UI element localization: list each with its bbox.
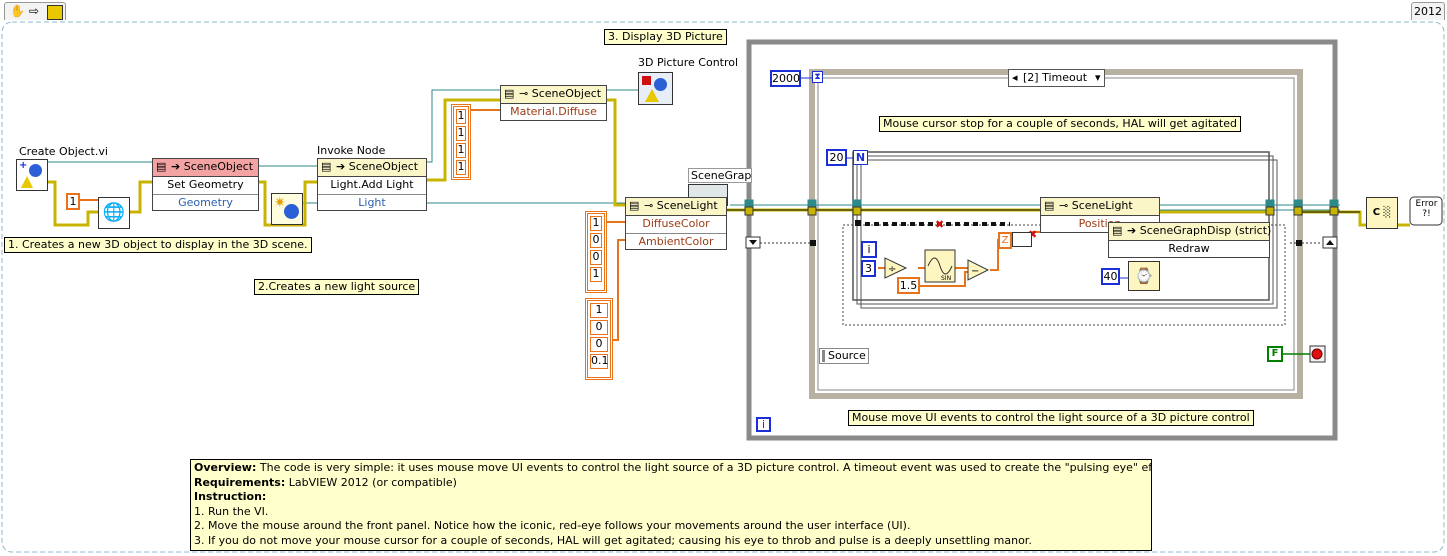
svg-text:✖: ✖: [935, 218, 944, 231]
error-icon: [1409, 196, 1443, 226]
picture-control-label: 3D Picture Control: [638, 56, 739, 69]
array-diffuse[interactable]: 1 1 1 1: [451, 104, 471, 180]
hourglass-icon: ⧗: [812, 71, 823, 83]
bool-z-terminal: Z: [998, 232, 1012, 249]
note-step1: 1. Creates a new 3D object to display in…: [4, 237, 312, 253]
diagram-border: [1, 21, 1445, 553]
const-one[interactable]: 1: [66, 193, 80, 210]
geometry-param: Geometry: [178, 196, 233, 209]
iteration-terminal: i: [861, 241, 877, 258]
set-geometry-method: Set Geometry: [153, 177, 258, 195]
redraw-method: Redraw: [1168, 242, 1210, 255]
toolbar-tab: ✋ ⇨: [4, 2, 66, 20]
diffuse-color-prop: DiffuseColor: [626, 216, 726, 234]
const-divisor[interactable]: 3: [861, 260, 876, 277]
scenelight-props-node[interactable]: ▤⊸ SceneLight DiffuseColor AmbientColor: [625, 197, 727, 250]
description-note: Overview: The code is very simple: it us…: [190, 459, 1152, 551]
material-diffuse-prop: Material.Diffuse: [510, 105, 597, 118]
array-light1[interactable]: 1 0 0 1: [585, 211, 607, 293]
note-mouse-move: Mouse move UI events to control the ligh…: [848, 410, 1254, 426]
note-step3: 3. Display 3D Picture: [604, 29, 727, 45]
count-terminal: N: [853, 150, 868, 165]
version-label: 2012: [1414, 5, 1442, 18]
light-param: Light: [358, 196, 386, 209]
light-icon[interactable]: ✷: [271, 193, 303, 225]
note-step2: 2.Creates a new light source: [254, 279, 420, 295]
svg-text:÷: ÷: [888, 264, 896, 275]
const-scale[interactable]: 1.5: [897, 277, 920, 294]
instruction-step: 3. If you do not move your mouse cursor …: [194, 533, 1032, 547]
array-light2[interactable]: 1 0 0 0.1: [585, 298, 613, 380]
const-loop-n[interactable]: 20: [826, 149, 847, 166]
event-source-node[interactable]: Source: [819, 348, 869, 364]
note-hal: Mouse cursor stop for a couple of second…: [879, 116, 1241, 132]
material-node[interactable]: ▤⊸ SceneObject Material.Diffuse: [500, 85, 607, 121]
while-iteration-terminal: i: [756, 417, 771, 432]
event-case-selector[interactable]: ◂ [2] Timeout ▾: [1008, 69, 1105, 87]
svg-text:✖: ✖: [1028, 228, 1037, 241]
arrow-icon[interactable]: ⇨: [29, 4, 40, 18]
scene-graph-label: SceneGrap: [688, 168, 752, 183]
bundle-node[interactable]: [1012, 232, 1032, 247]
add-light-method: Light.Add Light: [318, 177, 426, 195]
set-geometry-node[interactable]: ▤➔ SceneObject Set Geometry Geometry: [152, 158, 259, 211]
picture-control-icon[interactable]: [638, 72, 673, 105]
const-timeout[interactable]: 2000: [770, 70, 801, 87]
globe-icon[interactable]: 🌐: [98, 197, 130, 229]
ambient-color-prop: AmbientColor: [638, 235, 714, 248]
instruction-step: 1. Run the VI.: [194, 504, 269, 518]
const-stop-false[interactable]: F: [1267, 346, 1283, 362]
labview-icon[interactable]: [47, 5, 63, 20]
clear-errors-icon[interactable]: C ░: [1366, 197, 1398, 229]
create-object-icon[interactable]: +: [16, 159, 48, 191]
ref-icon: ▤: [156, 160, 167, 173]
version-tab: 2012: [1411, 2, 1445, 20]
hand-icon[interactable]: ✋: [10, 4, 25, 18]
wait-timer-icon[interactable]: ⌚: [1128, 261, 1160, 291]
error-text: Error?!: [1415, 199, 1438, 219]
divide-node: [884, 257, 908, 279]
redraw-node[interactable]: ▤➔ SceneGraphDisp (strict) Redraw: [1108, 222, 1271, 258]
add-light-node[interactable]: ▤➔ SceneObject Light.Add Light Light: [317, 158, 427, 211]
subtract-node: [967, 259, 990, 281]
svg-text:−: −: [971, 266, 979, 277]
instruction-step: 2. Move the mouse around the front panel…: [194, 519, 911, 533]
create-object-label: Create Object.vi: [19, 145, 108, 158]
svg-text:SIN: SIN: [941, 275, 951, 282]
const-wait[interactable]: 40: [1101, 268, 1120, 285]
invoke-node-label: Invoke Node: [317, 144, 386, 157]
